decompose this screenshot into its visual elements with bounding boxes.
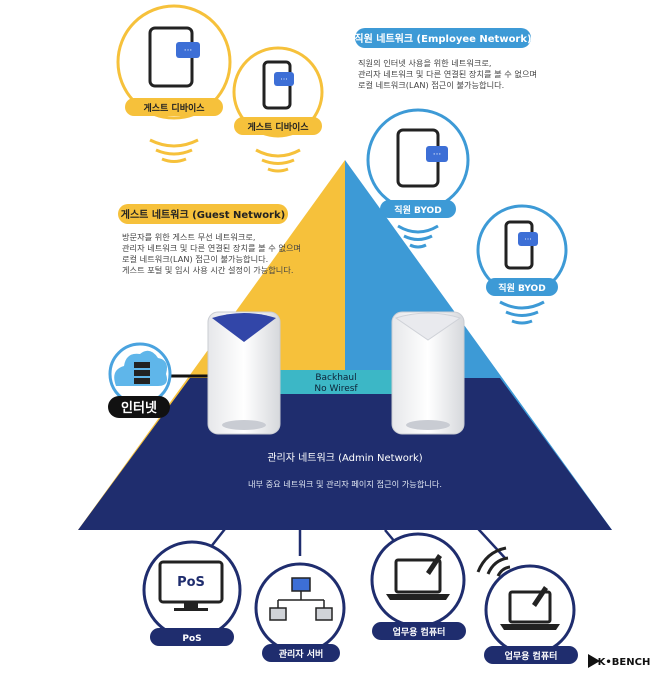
admin-network-desc: 내부 중요 네트워크 및 관리자 페이지 접근이 가능합니다. bbox=[248, 479, 442, 489]
guest-desc-4: 게스트 포털 및 임시 사용 시간 설정이 가능합니다. bbox=[122, 265, 293, 275]
employee-desc-1: 직원의 인터넷 사용을 위한 네트워크로, bbox=[358, 58, 492, 68]
chat-bubble-icon bbox=[274, 72, 294, 86]
employee-desc-2: 관리자 네트워크 및 다른 연결된 장치를 볼 수 없으며 bbox=[358, 69, 537, 79]
router-left-top bbox=[212, 313, 276, 342]
byod-phone-label: 직원 BYOD bbox=[498, 282, 545, 294]
work-pc-2-pill bbox=[484, 646, 578, 664]
byod-tablet-label: 직원 BYOD bbox=[394, 204, 441, 216]
internet-node: 인터넷 bbox=[108, 342, 172, 418]
laptop-icon bbox=[508, 590, 552, 624]
guest-phone-label: 게스트 디바이스 bbox=[247, 121, 309, 133]
byod-phone-pill bbox=[486, 278, 558, 296]
internet-pill bbox=[108, 396, 170, 418]
backhaul-link: Backhaul No Wiresf bbox=[278, 370, 395, 394]
guest-tablet-circle bbox=[116, 4, 232, 120]
admin-links bbox=[209, 519, 506, 559]
admin-server-label: 관리자 서버 bbox=[279, 648, 324, 660]
wifi-icon bbox=[149, 138, 301, 173]
admin-network-section: 관리자 네트워크 (Admin Network) 내부 중요 네트워크 및 관리… bbox=[248, 451, 442, 489]
work-pc-1-node: 업무용 컴퓨터 bbox=[370, 532, 466, 640]
laptop-icon bbox=[394, 558, 442, 594]
router-right bbox=[391, 311, 465, 435]
work-pc-2-label: 업무용 컴퓨터 bbox=[505, 650, 558, 662]
pos-node: PoS PoS bbox=[142, 540, 242, 646]
guest-network-pill bbox=[118, 204, 288, 224]
guest-phone-pill bbox=[234, 117, 322, 135]
guest-phone-node: ··· 게스트 디바이스 bbox=[232, 46, 324, 138]
byod-tablet-pill bbox=[380, 200, 456, 218]
brand-mark-icon bbox=[588, 654, 600, 668]
admin-server-pill bbox=[262, 644, 340, 662]
guest-desc-3: 로컬 네트워크(LAN) 접근이 불가능합니다. bbox=[122, 254, 268, 264]
employee-network-section: 직원 네트워크 (Employee Network) 직원의 인터넷 사용을 위… bbox=[354, 28, 537, 90]
backhaul-line-1: Backhaul bbox=[315, 373, 356, 383]
pen-icon bbox=[532, 586, 548, 607]
chat-bubble-icon bbox=[176, 42, 200, 58]
employee-network-pill bbox=[355, 28, 531, 48]
admin-server-node: 관리자 서버 bbox=[254, 562, 346, 662]
byod-phone-node: ··· 직원 BYOD bbox=[476, 204, 568, 296]
guest-network-section: 게스트 네트워크 (Guest Network) 방문자를 위한 게스트 무선 … bbox=[118, 204, 301, 275]
pos-screen-text: PoS bbox=[177, 575, 205, 590]
work-pc-2-circle bbox=[484, 564, 576, 656]
byod-tablet-circle bbox=[366, 108, 470, 212]
byod-tablet-node: ··· 직원 BYOD bbox=[366, 108, 470, 218]
guest-desc-2: 관리자 네트워크 및 다른 연결된 장치를 볼 수 없으며 bbox=[122, 243, 301, 253]
backhaul-band bbox=[278, 370, 395, 394]
guest-tablet-pill bbox=[125, 98, 223, 116]
pos-circle bbox=[142, 540, 242, 640]
work-pc-2-node: 업무용 컴퓨터 bbox=[484, 564, 578, 664]
wifi-icon bbox=[476, 546, 511, 577]
guest-desc-1: 방문자를 위한 게스트 무선 네트워크로, bbox=[122, 232, 256, 242]
svg-text:···: ··· bbox=[280, 75, 288, 84]
router-left bbox=[207, 311, 281, 435]
work-pc-1-pill bbox=[372, 622, 466, 640]
work-pc-1-circle bbox=[370, 532, 466, 628]
chat-bubble-icon bbox=[518, 232, 538, 246]
server-icon bbox=[134, 362, 150, 368]
pen-icon bbox=[426, 554, 442, 575]
wifi-icon bbox=[397, 224, 545, 325]
pos-pill bbox=[150, 628, 234, 646]
brand-logo: K•BENCH bbox=[586, 652, 656, 670]
work-pc-1-label: 업무용 컴퓨터 bbox=[393, 626, 446, 638]
guest-network-title: 게스트 네트워크 (Guest Network) bbox=[121, 208, 285, 221]
chat-bubble-icon bbox=[426, 146, 448, 162]
guest-tablet-node: ··· 게스트 디바이스 bbox=[116, 4, 232, 120]
svg-text:···: ··· bbox=[433, 150, 442, 160]
backhaul-line-2: No Wiresf bbox=[314, 384, 358, 394]
cloud-icon bbox=[114, 350, 167, 386]
guest-tablet-label: 게스트 디바이스 bbox=[143, 102, 205, 114]
employee-desc-3: 로컬 네트워크(LAN) 접근이 불가능합니다. bbox=[358, 80, 504, 90]
brand-text: K•BENCH bbox=[598, 657, 651, 668]
guest-phone-circle bbox=[232, 46, 324, 138]
svg-text:···: ··· bbox=[184, 46, 193, 56]
svg-text:···: ··· bbox=[524, 235, 532, 244]
network-icon bbox=[291, 577, 311, 592]
admin-network-title: 관리자 네트워크 (Admin Network) bbox=[267, 451, 422, 464]
internet-label: 인터넷 bbox=[121, 400, 157, 416]
pos-label: PoS bbox=[182, 634, 201, 644]
employee-network-title: 직원 네트워크 (Employee Network) bbox=[354, 32, 531, 45]
